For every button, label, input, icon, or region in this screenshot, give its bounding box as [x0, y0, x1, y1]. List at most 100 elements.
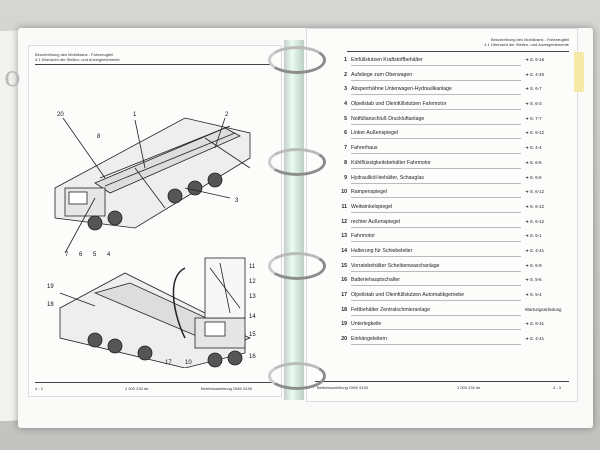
- footer-rule: [35, 382, 273, 383]
- legend-ref: ➜ S. 4-41: [525, 336, 545, 342]
- legend-text: Batteriehauptschalter: [351, 277, 401, 284]
- callout-label: 7: [65, 252, 69, 258]
- left-page-header: Beschreibung des Mobilkrans - Fahrzeugte…: [35, 52, 120, 62]
- callout-label: 15: [249, 332, 256, 338]
- legend-text: Notfüllanschluß Druckluftanlage: [351, 115, 425, 122]
- legend-ref: ➜ S. 4-41: [525, 247, 545, 253]
- handwritten-mark: o: [4, 60, 21, 93]
- callout-label: 12: [249, 279, 256, 285]
- legend-text: Fettbehälter Zentralschmieranlage: [351, 306, 431, 313]
- row-rule: [351, 197, 521, 199]
- row-rule: [351, 167, 521, 169]
- legend-num: 8: [344, 159, 347, 166]
- row-rule: [351, 329, 521, 331]
- header-line: 4.1 Übersicht der Stellen- und Anzeigeel…: [484, 42, 569, 47]
- legend-num: 3: [344, 86, 347, 93]
- right-page: Beschreibung des Mobilkrans - Fahrzeugte…: [306, 28, 578, 402]
- legend-text: Ölpeilstab und Öleinfüllstutzen Fahrmoto…: [351, 101, 447, 108]
- callout-label: 4: [107, 252, 111, 258]
- legend-ref: Wartungsanleitung: [525, 306, 562, 312]
- legend-text: Kühlflüssigkeitsbehälter Fahrmotor: [351, 159, 431, 166]
- row-rule: [351, 255, 521, 257]
- legend-num: 16: [341, 277, 347, 284]
- left-page: Beschreibung des Mobilkrans - Fahrzeugte…: [28, 45, 282, 397]
- row-rule: [351, 270, 521, 272]
- binder-ring: [268, 362, 326, 390]
- header-rule: [35, 64, 273, 65]
- legend-ref: ➜ S. 6-5: [525, 159, 542, 165]
- callout-label: 3: [235, 198, 239, 204]
- row-rule: [351, 300, 521, 301]
- legend-text: Unterlegkeile: [351, 321, 382, 328]
- legend-row: 9 Hydrauliköl-behälter, Schauglas ➜ S. 6-6: [325, 175, 573, 190]
- callout-label: 13: [249, 294, 256, 300]
- legend-ref: ➜ S. 5-4: [525, 292, 542, 297]
- right-page-header: Beschreibung des Mobilkrans - Fahrzeugte…: [484, 37, 569, 47]
- row-rule: [351, 285, 521, 287]
- binder-ring: [268, 252, 326, 280]
- callout-label: 19: [47, 284, 54, 290]
- legend-row: 4 Ölpeilstab und Öleinfüllstutzen Fahrmot…: [325, 101, 573, 116]
- manual-title: Betriebsanleitung GMK 5100: [317, 385, 369, 390]
- legend-num: 1: [344, 57, 347, 63]
- row-rule: [351, 344, 521, 346]
- crane-diagram: 20 1 8 2 3 4 5 6 7 19 18 11 12 13 14 15 …: [47, 112, 256, 368]
- legend-text: Rampenspiegel: [351, 189, 388, 196]
- callout-label: 1: [133, 112, 137, 118]
- doc-code: 2 000 230 de: [125, 386, 149, 391]
- legend-ref: ➜ S. 6-3: [525, 101, 542, 107]
- page-number: 4 - 2: [35, 386, 44, 391]
- yellow-index-tab: [574, 52, 584, 92]
- legend-text: Halterung für Schiebeleiter: [351, 247, 413, 254]
- row-rule: [351, 226, 521, 228]
- row-rule: [351, 182, 521, 184]
- legend-ref: ➜ S. 6-12: [525, 130, 545, 136]
- legend-text: Fahrerhaus: [351, 145, 378, 152]
- row-rule: [351, 241, 521, 243]
- legend-text: Vorratsbehälter Scheibenwaschanlage: [351, 262, 440, 269]
- legend-text: Aufstiege zum Oberwagen: [351, 71, 413, 78]
- legend-text: Hydrauliköl-behälter, Schauglas: [351, 174, 424, 181]
- legend-ref: ➜ S. 6-6: [525, 174, 542, 180]
- legend-row: 8 Kühlflüssigkeitsbehälter Fahrmotor ➜ S. …: [325, 160, 573, 175]
- page-number: 4 - 3: [553, 385, 562, 390]
- row-rule: [351, 123, 521, 125]
- callout-label: 17: [165, 360, 172, 366]
- legend-num: 4: [344, 101, 347, 108]
- manual-title: Betriebsanleitung GMK 5100: [201, 386, 253, 391]
- legend-text: rechter Außenspiegel: [351, 218, 401, 225]
- legend-num: 9: [344, 174, 347, 181]
- legend-num: 13: [341, 233, 347, 240]
- callout-label: 11: [249, 264, 256, 270]
- callout-label: 2: [225, 112, 229, 118]
- doc-code: 2 000 230 de: [457, 385, 481, 390]
- header-line: Beschreibung des Mobilkrans - Fahrzeugte…: [490, 37, 569, 42]
- legend-text: Ölpeilstab und Öleinfüllstutzen Automati…: [351, 292, 465, 298]
- header-line: Beschreibung des Mobilkrans - Fahrzeugte…: [35, 52, 114, 57]
- legend-ref: ➜ S. 6-31: [525, 321, 545, 327]
- legend-text: Einhängeleitern: [351, 336, 388, 343]
- legend-num: 20: [341, 336, 347, 343]
- binder-spine: [284, 40, 304, 400]
- legend-num: 15: [341, 262, 347, 269]
- callout-label: 10: [185, 360, 192, 366]
- row-rule: [351, 153, 521, 155]
- binder-ring: [268, 46, 326, 74]
- row-rule: [351, 211, 521, 213]
- legend-num: 7: [344, 145, 347, 152]
- legend-ref: ➜ S. 7-7: [525, 115, 542, 121]
